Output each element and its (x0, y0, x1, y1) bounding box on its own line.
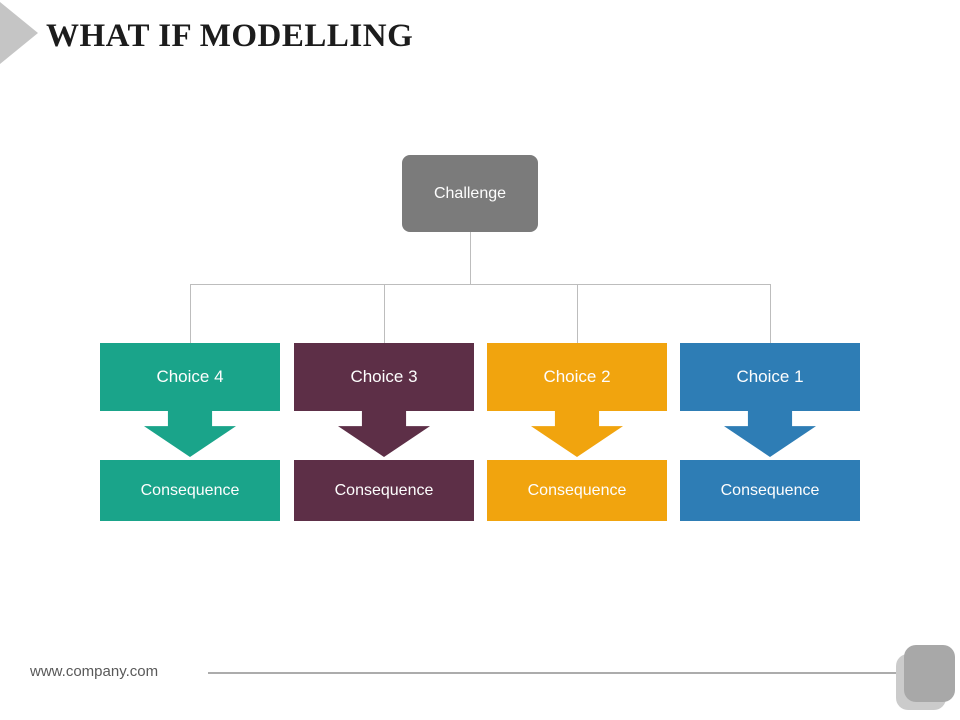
choice-2-node[interactable]: Choice 2 (487, 343, 667, 411)
choice-4-label: Choice 4 (156, 367, 224, 386)
footer-website-link[interactable]: www.company.com (30, 663, 159, 680)
corner-square-front-decoration (904, 645, 955, 702)
consequence-4-label: Consequence (140, 481, 240, 499)
consequence-1-label: Consequence (720, 481, 820, 499)
connector-root-vertical (470, 232, 471, 284)
choice-3-node[interactable]: Choice 3 (294, 343, 474, 411)
down-arrow-icon (144, 411, 236, 457)
choice-2-label: Choice 2 (543, 367, 611, 386)
footer-divider-line (208, 672, 904, 674)
challenge-node[interactable]: Challenge (402, 155, 538, 232)
consequence-3-node[interactable]: Consequence (294, 460, 474, 521)
consequence-1-node[interactable]: Consequence (680, 460, 860, 521)
connector-drop-choice-3 (384, 284, 385, 343)
consequence-2-node[interactable]: Consequence (487, 460, 667, 521)
down-arrow-icon (338, 411, 430, 457)
connector-drop-choice-2 (577, 284, 578, 343)
choice-1-label: Choice 1 (736, 367, 804, 386)
connector-drop-choice-4 (190, 284, 191, 343)
consequence-4-node[interactable]: Consequence (100, 460, 280, 521)
page-title: WHAT IF MODELLING (46, 18, 414, 54)
down-arrow-icon (724, 411, 816, 457)
consequence-3-label: Consequence (334, 481, 434, 499)
consequence-2-label: Consequence (527, 481, 627, 499)
down-arrow-icon (531, 411, 623, 457)
connector-drop-choice-1 (770, 284, 771, 343)
corner-arrow-icon (0, 2, 38, 64)
challenge-label: Challenge (433, 184, 507, 202)
choice-1-node[interactable]: Choice 1 (680, 343, 860, 411)
choice-3-label: Choice 3 (350, 367, 418, 386)
connector-horizontal-bar (190, 284, 770, 285)
choice-4-node[interactable]: Choice 4 (100, 343, 280, 411)
